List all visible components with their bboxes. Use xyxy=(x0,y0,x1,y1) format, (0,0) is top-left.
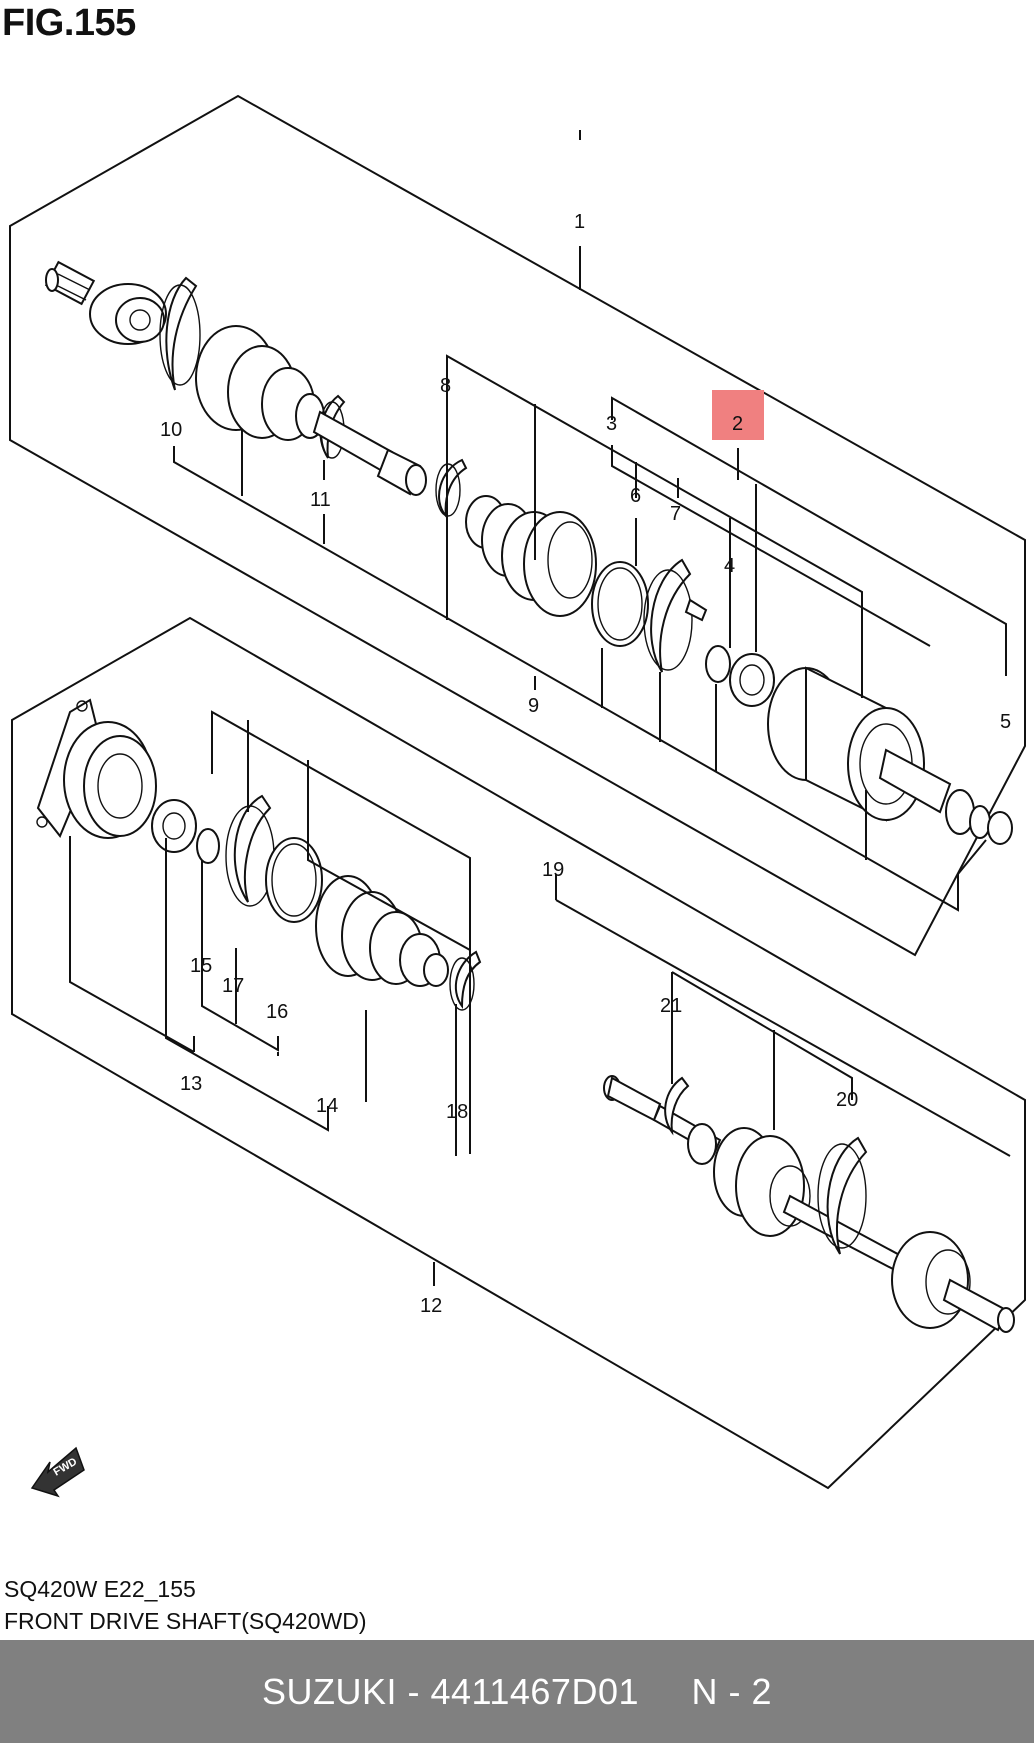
circlip-5 xyxy=(987,811,1013,845)
callout-2: 2 xyxy=(732,413,743,435)
ring-6 xyxy=(591,561,649,647)
boot-clamp-18 xyxy=(454,950,482,1010)
bearing-cage-2 xyxy=(729,653,775,707)
boot-clamp-11 xyxy=(320,394,346,459)
footer-text: SUZUKI - 4411467D01 N - 2 xyxy=(0,1640,1034,1743)
flange-housing xyxy=(36,698,157,839)
exploded-parts-diagram: 1 2 3 4 5 6 7 8 9 10 11 12 13 14 15 16 1… xyxy=(9,94,1026,1498)
footer-gap xyxy=(639,1671,692,1712)
inner-boot xyxy=(465,495,597,617)
callout-21: 21 xyxy=(660,995,682,1017)
lower-inner-boot xyxy=(315,875,449,987)
inner-joint-housing xyxy=(767,666,991,839)
footer-part-number: 4411467D01 xyxy=(430,1671,639,1712)
footer-note: N - 2 xyxy=(691,1671,773,1712)
outer-cv-joint xyxy=(89,283,167,345)
lower-shaft-assembly xyxy=(36,698,1015,1333)
callout-19: 19 xyxy=(542,859,564,881)
footer-separator: - xyxy=(396,1671,431,1712)
callout-11: 11 xyxy=(310,489,331,511)
callout-7: 7 xyxy=(670,503,681,525)
figure-code: SQ420W E22_155 xyxy=(4,1576,196,1602)
ring-16 xyxy=(265,837,323,923)
assembly-box-1 xyxy=(9,94,1026,957)
fwd-arrow-icon: FWD xyxy=(30,1446,85,1498)
callout-9: 9 xyxy=(528,695,539,717)
callout-12: 12 xyxy=(420,1295,442,1317)
shaft-spline xyxy=(376,448,427,496)
upper-leader-lines xyxy=(173,246,1007,912)
upper-shaft-assembly xyxy=(44,260,1013,845)
footer-bar: SUZUKI - 4411467D01 N - 2 xyxy=(0,1640,1034,1743)
boot-clamp-7 xyxy=(650,558,692,673)
callout-3: 3 xyxy=(606,413,617,435)
callout-1: 1 xyxy=(574,211,585,233)
boot-clamp-10 xyxy=(165,276,198,391)
callout-20: 20 xyxy=(836,1089,858,1111)
callout-10: 10 xyxy=(160,419,182,441)
callout-14: 14 xyxy=(316,1095,338,1117)
assembly-box-12 xyxy=(11,616,1026,1490)
callout-8: 8 xyxy=(440,375,451,397)
circlip-4 xyxy=(705,645,731,683)
callout-18: 18 xyxy=(446,1101,468,1123)
boot-clamp-17 xyxy=(233,794,272,903)
callout-16: 16 xyxy=(266,1001,288,1023)
lower-shaft xyxy=(603,1075,1015,1333)
outer-boot xyxy=(195,325,325,441)
figure-caption: FRONT DRIVE SHAFT(SQ420WD) xyxy=(4,1608,367,1634)
callout-2-highlight xyxy=(712,390,764,440)
outer-joint-stud xyxy=(44,260,96,306)
callout-5: 5 xyxy=(1000,711,1011,733)
lower-leader-lines xyxy=(69,130,1011,1286)
callout-4: 4 xyxy=(724,555,735,577)
boot-clamp-8 xyxy=(438,458,468,520)
figure-title: FIG.155 xyxy=(2,2,136,44)
callout-17: 17 xyxy=(222,975,244,997)
bearing-14 xyxy=(151,799,197,853)
callout-15: 15 xyxy=(190,955,212,977)
callout-labels: 1 2 3 4 5 6 7 8 9 10 11 12 13 14 15 16 1… xyxy=(160,211,1011,1317)
callout-6: 6 xyxy=(630,485,641,507)
circlip-15 xyxy=(196,828,220,864)
footer-brand: SUZUKI xyxy=(261,1671,397,1712)
callout-13: 13 xyxy=(180,1073,202,1095)
